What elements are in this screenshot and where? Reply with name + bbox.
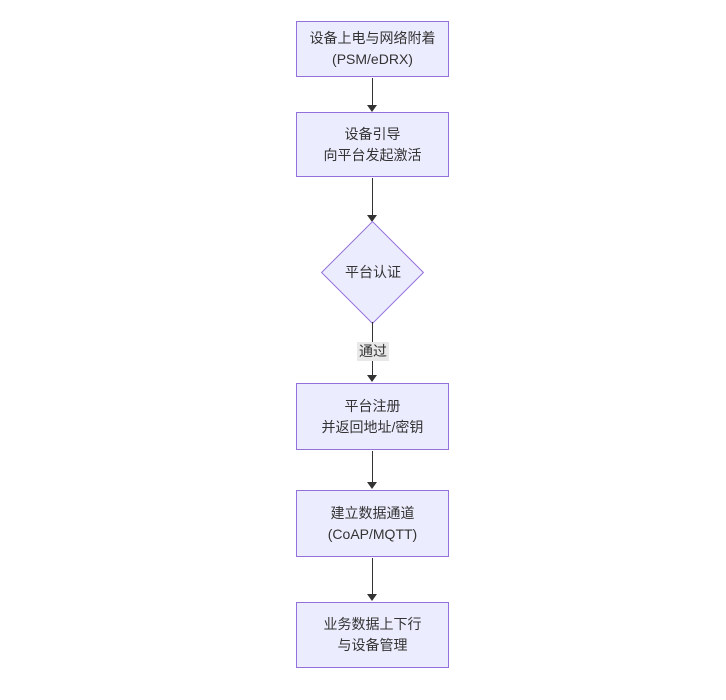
- flow-node-bootstrap: 设备引导 向平台发起激活: [296, 112, 449, 177]
- node-text-line: 业务数据上下行: [323, 616, 422, 632]
- edge-arrow-4: [367, 451, 378, 489]
- node-text-line: 建立数据通道: [330, 504, 415, 521]
- arrowhead-down-icon: [367, 215, 377, 222]
- node-text-line: (CoAP/MQTT): [327, 525, 418, 542]
- edge-arrow-5: [367, 558, 378, 601]
- node-text-line: 与设备管理: [337, 637, 408, 653]
- node-text-line: 设备上电与网络附着: [309, 30, 436, 46]
- arrowhead-down-icon: [367, 375, 377, 382]
- node-text-line: 向平台发起激活: [323, 146, 422, 163]
- edge-arrow-1: [367, 78, 378, 112]
- node-text-line: 并返回地址/密钥: [321, 418, 424, 435]
- arrowhead-down-icon: [367, 482, 377, 489]
- arrowhead-down-icon: [367, 594, 377, 601]
- node-text-line: 平台注册: [344, 397, 401, 414]
- node-text-line: (PSM/eDRX): [332, 51, 413, 67]
- edge-line: [372, 558, 373, 595]
- flow-node-register: 平台注册 并返回地址/密钥: [296, 383, 449, 450]
- arrowhead-down-icon: [367, 105, 377, 112]
- edge-line: [372, 178, 373, 216]
- node-text-line: 设备引导: [344, 125, 401, 142]
- flow-node-data-channel: 建立数据通道 (CoAP/MQTT): [296, 490, 449, 557]
- flow-node-platform-auth-label: 平台认证: [345, 264, 401, 280]
- edge-arrow-2: [367, 178, 378, 222]
- edge-label-pass: 通过: [357, 342, 389, 361]
- edge-line: [372, 78, 373, 106]
- flow-node-business-data: 业务数据上下行 与设备管理: [296, 602, 449, 668]
- edge-line: [372, 451, 373, 483]
- flow-node-power-attach: 设备上电与网络附着 (PSM/eDRX): [296, 21, 449, 77]
